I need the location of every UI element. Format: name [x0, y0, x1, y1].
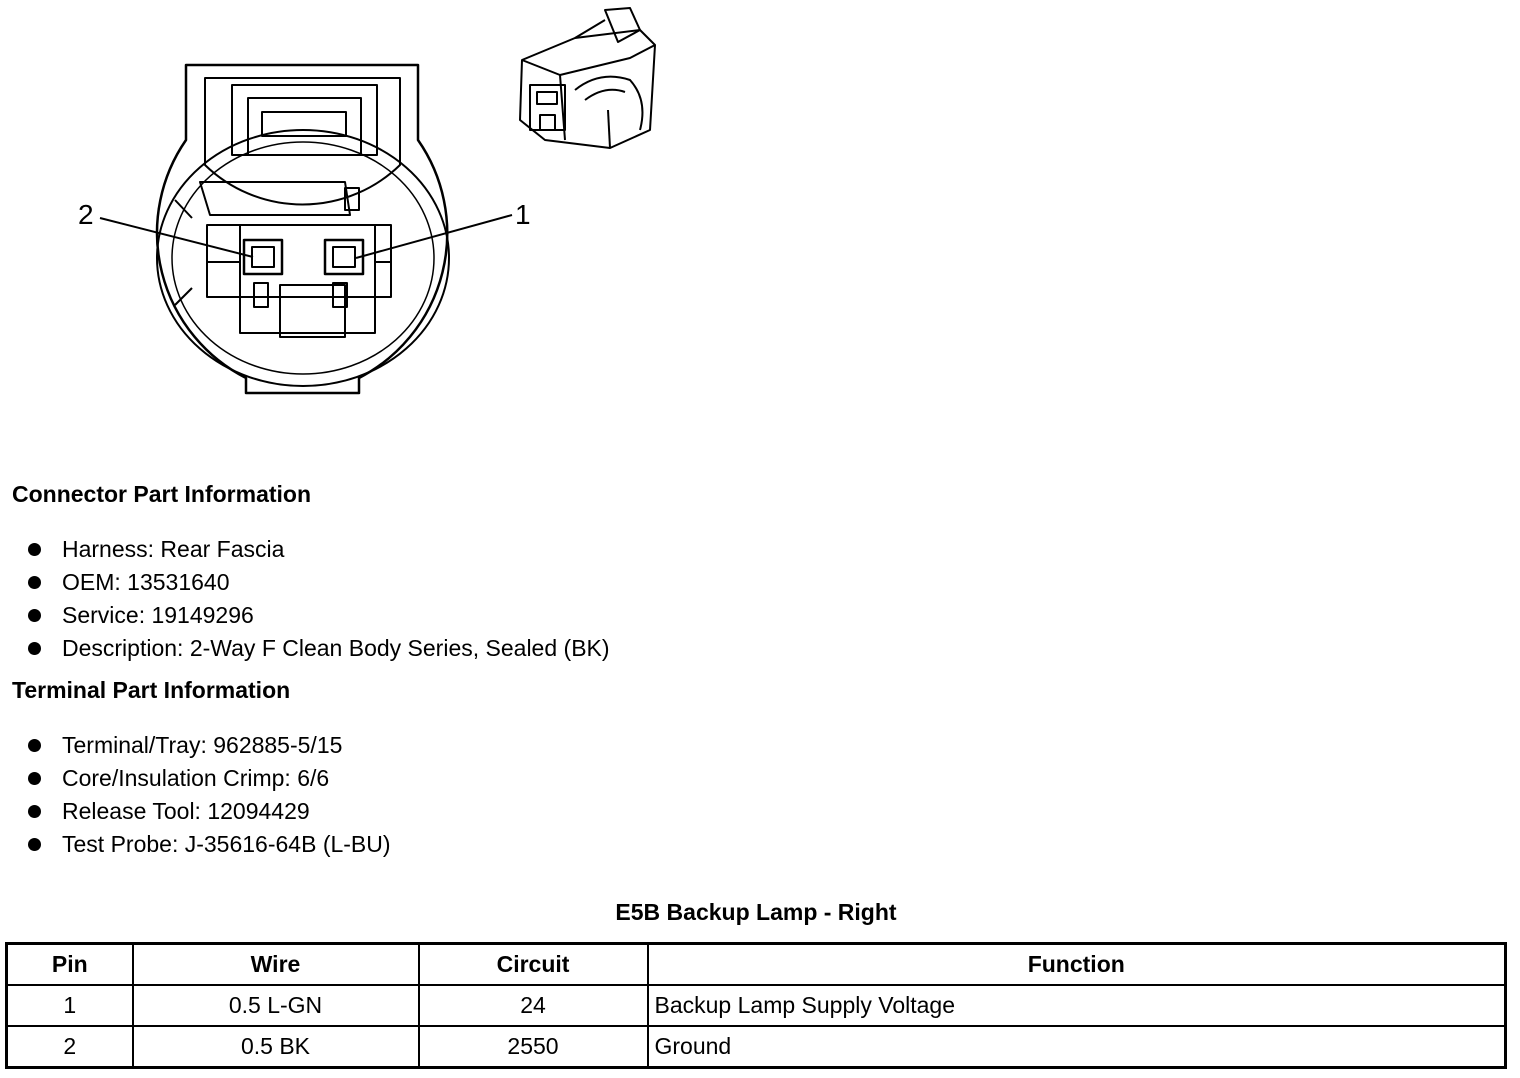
callout-leader-2 [99, 217, 254, 258]
connector-part-info-heading: Connector Part Information [12, 481, 312, 507]
pin-table-title: E5B Backup Lamp - Right [615, 899, 897, 925]
bullet-icon [28, 642, 41, 655]
list-item: Release Tool: 12094429 [28, 795, 391, 828]
table-row: 2 0.5 BK 2550 Ground [5, 1025, 1507, 1069]
bullet-icon [28, 772, 41, 785]
list-item: Terminal/Tray: 962885-5/15 [28, 729, 391, 762]
column-header-circuit: Circuit [417, 942, 649, 986]
connector-housing-outline [155, 63, 449, 395]
cell-circuit: 24 [417, 984, 649, 1027]
table-row: 1 0.5 L-GN 24 Backup Lamp Supply Voltage [5, 984, 1507, 1027]
bullet-icon [28, 543, 41, 556]
cell-pin: 1 [5, 984, 134, 1027]
connector-isometric-view [519, 7, 656, 149]
terminal-part-info-list: Terminal/Tray: 962885-5/15 Core/Insulati… [28, 729, 391, 861]
terminal-cavity-2 [242, 238, 284, 276]
list-item: Service: 19149296 [28, 599, 610, 632]
list-item: Core/Insulation Crimp: 6/6 [28, 762, 391, 795]
connector-housing-inner [204, 77, 401, 206]
column-header-wire: Wire [131, 942, 420, 986]
bullet-icon [28, 609, 41, 622]
callout-label-2: 2 [78, 199, 94, 230]
column-header-function: Function [646, 942, 1507, 986]
list-item: Description: 2-Way F Clean Body Series, … [28, 632, 610, 665]
cell-function: Ground [646, 1025, 1507, 1069]
table-header-row: Pin Wire Circuit Function [5, 942, 1507, 986]
bullet-icon [28, 838, 41, 851]
bullet-icon [28, 739, 41, 752]
cell-wire: 0.5 BK [131, 1025, 420, 1069]
bullet-icon [28, 576, 41, 589]
cell-pin: 2 [5, 1025, 134, 1069]
connector-cavity-body [199, 181, 351, 216]
cell-wire: 0.5 L-GN [131, 984, 420, 1027]
callout-label-1: 1 [515, 199, 531, 230]
terminal-part-info-heading: Terminal Part Information [12, 677, 291, 703]
bullet-icon [28, 805, 41, 818]
callout-leader-1 [355, 214, 513, 259]
pin-table: Pin Wire Circuit Function 1 0.5 L-GN 24 … [5, 942, 1507, 1069]
connector-latch [231, 84, 378, 156]
connector-seal-ring [156, 129, 450, 387]
column-header-pin: Pin [5, 942, 134, 986]
list-item: Test Probe: J-35616-64B (L-BU) [28, 828, 391, 861]
connector-face-diagram: 2 1 [78, 7, 656, 395]
list-item: OEM: 13531640 [28, 566, 610, 599]
connector-part-info-list: Harness: Rear Fascia OEM: 13531640 Servi… [28, 533, 610, 665]
list-item: Harness: Rear Fascia [28, 533, 610, 566]
cell-function: Backup Lamp Supply Voltage [646, 984, 1507, 1027]
cell-circuit: 2550 [417, 1025, 649, 1069]
